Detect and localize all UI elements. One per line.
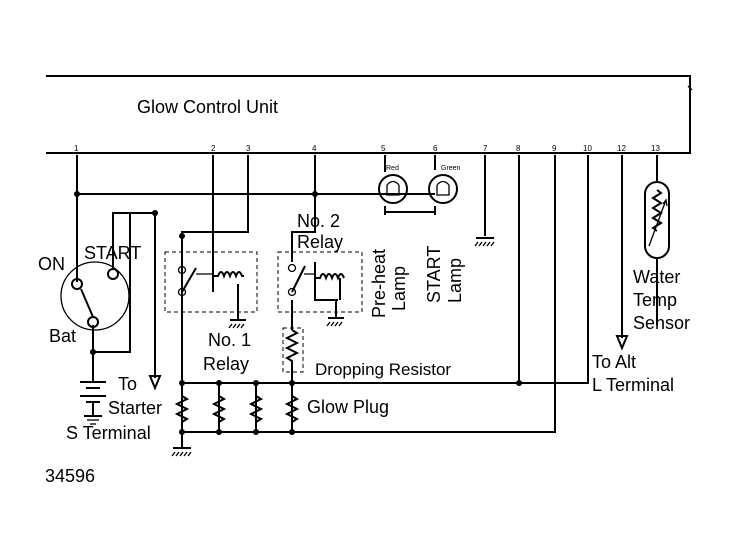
no2-relay: No. 2 Relay	[277, 211, 363, 327]
to-starter-label-terminal: S Terminal	[66, 423, 151, 443]
no2-relay-label-1: No. 2	[297, 211, 340, 231]
lamp-color-red: Red	[386, 165, 399, 172]
no1-relay: No. 1 Relay	[164, 251, 258, 374]
water-temp-label-3: Sensor	[633, 313, 690, 333]
water-temp-label-1: Water	[633, 267, 680, 287]
glow-control-unit-box: Glow Control Unit	[46, 75, 693, 154]
ignition-switch: ON START Bat	[38, 243, 141, 346]
preheat-lamp-label-2: Lamp	[389, 266, 409, 311]
to-starter-label-to: To	[118, 374, 137, 394]
water-temp-sensor-icon	[644, 181, 670, 259]
no1-relay-label-2: Relay	[203, 354, 249, 374]
dropping-resistor-label: Dropping Resistor	[315, 360, 451, 379]
no1-relay-label-1: No. 1	[208, 330, 251, 350]
to-starter-label-starter: Starter	[108, 398, 162, 418]
no2-relay-label-2: Relay	[297, 232, 343, 252]
pin-label: 12	[617, 144, 626, 153]
start-lamp-icon	[428, 174, 458, 204]
battery-label: Bat	[49, 326, 76, 346]
pin-label: 2	[211, 144, 216, 153]
water-temp-label-2: Temp	[633, 290, 677, 310]
glow-plug-label: Glow Plug	[307, 397, 389, 417]
pin-label: 3	[246, 144, 251, 153]
battery-icon	[80, 381, 106, 425]
pin-label: 8	[516, 144, 521, 153]
preheat-lamp-icon	[378, 170, 408, 204]
unit-title: Glow Control Unit	[137, 97, 278, 117]
switch-on-label: ON	[38, 254, 65, 274]
glow-plug-icon	[248, 395, 264, 423]
pin-label: 13	[651, 144, 660, 153]
pin-label: 4	[312, 144, 317, 153]
figure-number: 34596	[45, 466, 95, 486]
start-lamp-label-2: Lamp	[445, 258, 465, 303]
pin-label: 1	[74, 144, 79, 153]
to-alt-label: To Alt	[592, 352, 636, 372]
start-lamp-label-1: START	[424, 246, 444, 303]
l-terminal-label: L Terminal	[592, 375, 674, 395]
junction-dots	[74, 191, 522, 435]
glow-plug-icon	[284, 395, 300, 423]
pin-label: 7	[483, 144, 488, 153]
pin-label: 10	[583, 144, 592, 153]
to-alt-arrow-icon	[615, 335, 629, 351]
lamp-color-green: Green	[441, 165, 461, 172]
dropping-resistor: Dropping Resistor	[282, 327, 451, 379]
glow-plug-icon	[174, 395, 190, 423]
ground-icon	[171, 447, 192, 457]
starter-arrow-icon	[148, 375, 162, 391]
pin-label: 5	[381, 144, 386, 153]
glow-plug-icon	[211, 395, 227, 423]
glow-plugs: Glow Plug	[174, 395, 389, 423]
pin-numbers: 1 2 3 4 5 6 7 8 9 10 12 13	[74, 144, 660, 153]
pin-label: 9	[552, 144, 557, 153]
pin-label: 6	[433, 144, 438, 153]
preheat-lamp-label-1: Pre-heat	[369, 249, 389, 318]
switch-start-label: START	[84, 243, 141, 263]
pin7-ground-icon	[474, 237, 495, 247]
